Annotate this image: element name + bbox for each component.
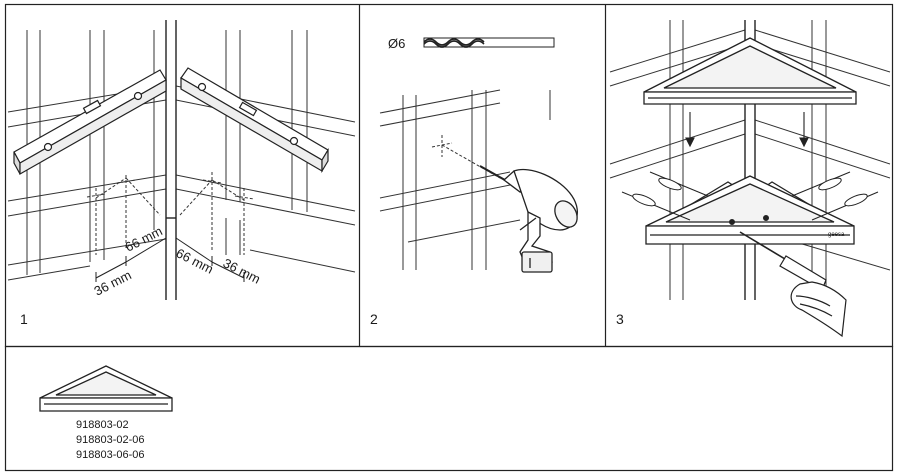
product-code-1: 918803-02 <box>76 419 129 431</box>
corner-shelf-bottom <box>645 175 855 245</box>
dim-right-outer: 36 mm <box>221 255 263 286</box>
product-code-2: 918803-02-06 <box>76 434 145 446</box>
corner-shelf-top <box>643 37 857 105</box>
drill-marks-right <box>179 172 255 255</box>
panel-1-illustration: 66 mm 36 mm 66 mm 36 mm <box>7 20 356 300</box>
panel-2-illustration <box>379 37 578 273</box>
dimension-lines <box>95 237 245 282</box>
step-3-number: 3 <box>616 311 624 327</box>
wall-corner <box>165 20 177 300</box>
power-drill <box>479 165 578 273</box>
spirit-level-right <box>180 67 329 174</box>
panel-3-illustration <box>609 20 891 338</box>
step-2-number: 2 <box>370 311 378 327</box>
product-code-3: 918803-06-06 <box>76 449 145 461</box>
panel-frames <box>4 3 894 472</box>
right-wall-tiles <box>175 30 356 273</box>
panel-3-wall-tiles <box>609 20 891 300</box>
product-shelf <box>39 365 173 412</box>
step-1-number: 1 <box>20 311 28 327</box>
panel-2-wall-tiles <box>379 89 551 270</box>
drill-bit-legend <box>423 37 555 48</box>
bottom-frame <box>4 345 894 472</box>
dowels-and-screws <box>621 171 879 225</box>
drill-size-label: Ø6 <box>388 36 405 51</box>
spirit-level-left <box>13 69 167 176</box>
dim-left-outer: 36 mm <box>92 267 134 298</box>
drill-marks-left <box>86 175 161 255</box>
screwdriver-hand <box>739 231 847 338</box>
dim-left-inner: 66 mm <box>123 223 165 254</box>
brand-label: geesa <box>828 232 845 238</box>
mount-arrows <box>685 112 809 148</box>
